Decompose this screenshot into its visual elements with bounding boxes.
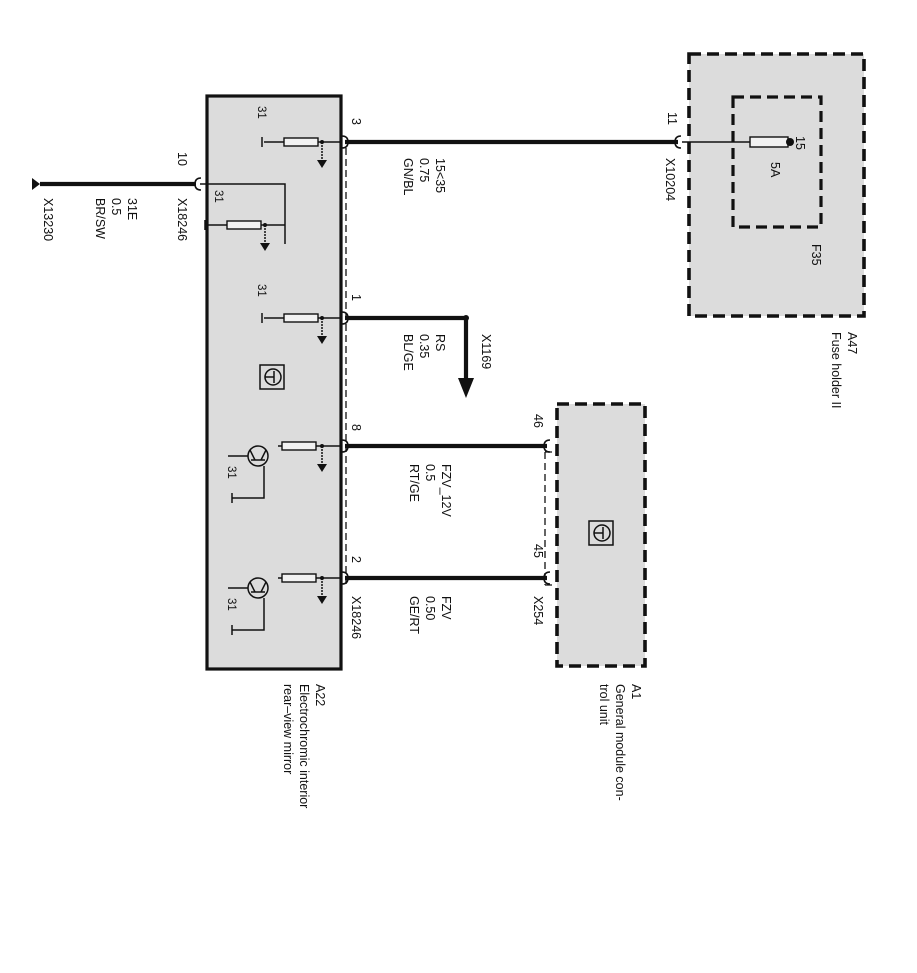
wire-color: GE/RT xyxy=(407,596,421,634)
wire-signal: FZV xyxy=(439,596,453,620)
ground-point-label: X13230 xyxy=(41,198,55,241)
connector-label: X10204 xyxy=(663,158,677,201)
pin-label: 45 xyxy=(531,544,545,558)
pin-label: 46 xyxy=(531,414,545,428)
component-id: A22 xyxy=(313,684,327,706)
wire-signal: RS xyxy=(433,334,447,351)
wire-color: RT/GE xyxy=(407,464,421,502)
component-name: Electrochromic interior xyxy=(297,684,311,808)
component-name: rear–view mirror xyxy=(281,684,295,774)
ground-terminal-icon xyxy=(32,178,40,190)
connector-label: X18246 xyxy=(349,596,363,639)
wire-size: 0.5 xyxy=(109,198,123,215)
fuse-id-label: F35 xyxy=(809,244,823,266)
ground-31-label: 31 xyxy=(255,106,267,119)
component-id: A47 xyxy=(845,332,859,354)
wire-size: 0.5 xyxy=(423,464,437,481)
ground-31-label: 31 xyxy=(255,284,267,297)
arrow-down-icon xyxy=(458,378,474,398)
pin-label: 1 xyxy=(349,294,363,301)
f35-fuse-box xyxy=(731,95,823,229)
pin-label: 11 xyxy=(665,112,679,125)
pin-label: 8 xyxy=(349,424,363,431)
wire-color: BR/SW xyxy=(93,198,107,239)
pin-label: 10 xyxy=(175,152,189,166)
wire-signal: 15<35 xyxy=(433,158,447,193)
fuse-icon xyxy=(749,136,789,148)
ground-31-label: 31 xyxy=(225,466,237,479)
component-name: Fuse holder II xyxy=(829,332,843,408)
connector-label: X1169 xyxy=(479,334,493,369)
connector-label: X18246 xyxy=(175,198,189,241)
connector-label: X254 xyxy=(531,596,545,625)
a1-general-module-box xyxy=(555,402,647,668)
a47-fuse-holder-box xyxy=(687,52,866,318)
wire-signal: 31E xyxy=(125,198,139,220)
fuse-terminal-label: 15 xyxy=(793,136,807,150)
wire-color: BL/GE xyxy=(401,334,415,371)
wire-signal: FZV_12V xyxy=(439,464,453,517)
fuse-rating-label: 5A xyxy=(768,162,782,178)
wire-color: GN/BL xyxy=(401,158,415,196)
component-name: trol unit xyxy=(597,684,611,726)
wire-size: 0.75 xyxy=(417,158,431,182)
pin-label: 3 xyxy=(349,118,363,125)
component-id: A1 xyxy=(629,684,643,699)
wire-size: 0.50 xyxy=(423,596,437,620)
ground-31-label: 31 xyxy=(212,190,224,203)
ground-31-label: 31 xyxy=(225,598,237,611)
component-name: General module con- xyxy=(613,684,627,801)
pin-label: 2 xyxy=(349,556,363,563)
wire-size: 0.35 xyxy=(417,334,431,358)
